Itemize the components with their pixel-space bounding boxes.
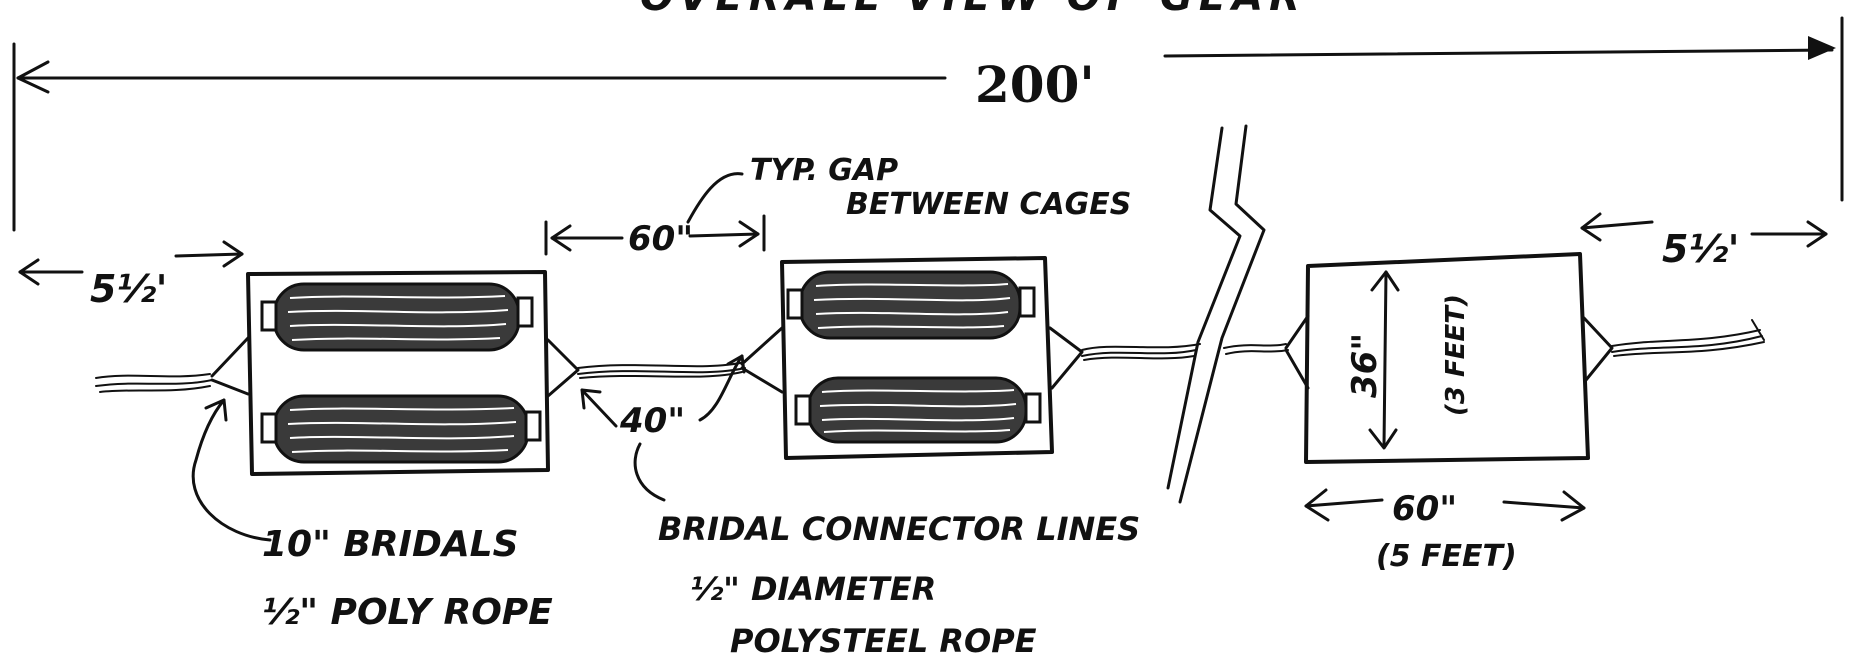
gap-label: 60" bbox=[628, 219, 693, 259]
cage-height-label: 36" bbox=[1345, 333, 1385, 398]
diagram-title: OVERALL VIEW OF GEAR bbox=[640, 0, 1306, 20]
overall-length-label: 200' bbox=[975, 55, 1095, 114]
cage-width-label: 60" bbox=[1392, 489, 1457, 529]
bridle-note-line1: 10" BRIDALS bbox=[262, 524, 519, 565]
cage-1 bbox=[246, 270, 550, 476]
connector-rope-break-to-cage3 bbox=[1223, 343, 1289, 355]
bridle-cage3-right bbox=[1582, 316, 1614, 382]
rope-right-end bbox=[1611, 319, 1765, 357]
gap-dimension bbox=[544, 214, 766, 256]
dimension-arrowhead-left bbox=[16, 60, 50, 94]
bridle-cage3-left bbox=[1284, 314, 1310, 390]
cage-2-bag-top bbox=[786, 270, 1036, 340]
gap-note-line2: BETWEEN CAGES bbox=[846, 187, 1131, 222]
cage-1-bag-top bbox=[260, 282, 534, 352]
cage-1-bag-bottom bbox=[260, 394, 542, 464]
bridle-cage1-left bbox=[210, 336, 250, 396]
overall-dimension-line bbox=[12, 16, 1844, 232]
cage-3 bbox=[1304, 252, 1590, 464]
bridle-cage1-right bbox=[546, 338, 580, 398]
connector-note-leader bbox=[633, 442, 666, 502]
left-end-spacing-dimension bbox=[18, 240, 244, 286]
bridle-cage2-right bbox=[1048, 326, 1084, 390]
cage-2 bbox=[780, 256, 1054, 460]
bridle-cage2-left bbox=[740, 326, 784, 394]
left-end-spacing-label: 5½' bbox=[90, 267, 167, 311]
break-symbol bbox=[1166, 124, 1266, 504]
gap-note-line1: TYP. GAP bbox=[750, 153, 898, 188]
connector-note-line3: POLYSTEEL ROPE bbox=[730, 622, 1037, 660]
connector-length-leader-left bbox=[580, 388, 618, 428]
cage-width-dimension bbox=[1304, 488, 1586, 522]
connector-length-leader-right bbox=[698, 354, 746, 422]
connector-note-line1: BRIDAL CONNECTOR LINES bbox=[658, 510, 1140, 548]
dimension-arrowhead-right bbox=[1808, 36, 1836, 60]
bridle-note-leader bbox=[191, 398, 272, 542]
cage-width-feet-label: (5 FEET) bbox=[1376, 539, 1517, 574]
connector-rope-1-2 bbox=[577, 361, 746, 379]
bridle-note-line2: ½" POLY ROPE bbox=[262, 592, 553, 633]
cage-height-feet-label: (3 FEET) bbox=[1441, 294, 1471, 416]
connector-note-line2: ½" DIAMETER bbox=[690, 570, 936, 608]
gap-note-leader bbox=[686, 172, 744, 224]
right-end-spacing-label: 5½' bbox=[1662, 227, 1739, 271]
connector-rope-to-break bbox=[1081, 343, 1201, 361]
cage-2-bag-bottom bbox=[794, 376, 1042, 444]
right-end-spacing-dimension bbox=[1580, 212, 1828, 248]
rope-left-end bbox=[95, 373, 213, 393]
connector-length-label: 40" bbox=[619, 401, 685, 441]
